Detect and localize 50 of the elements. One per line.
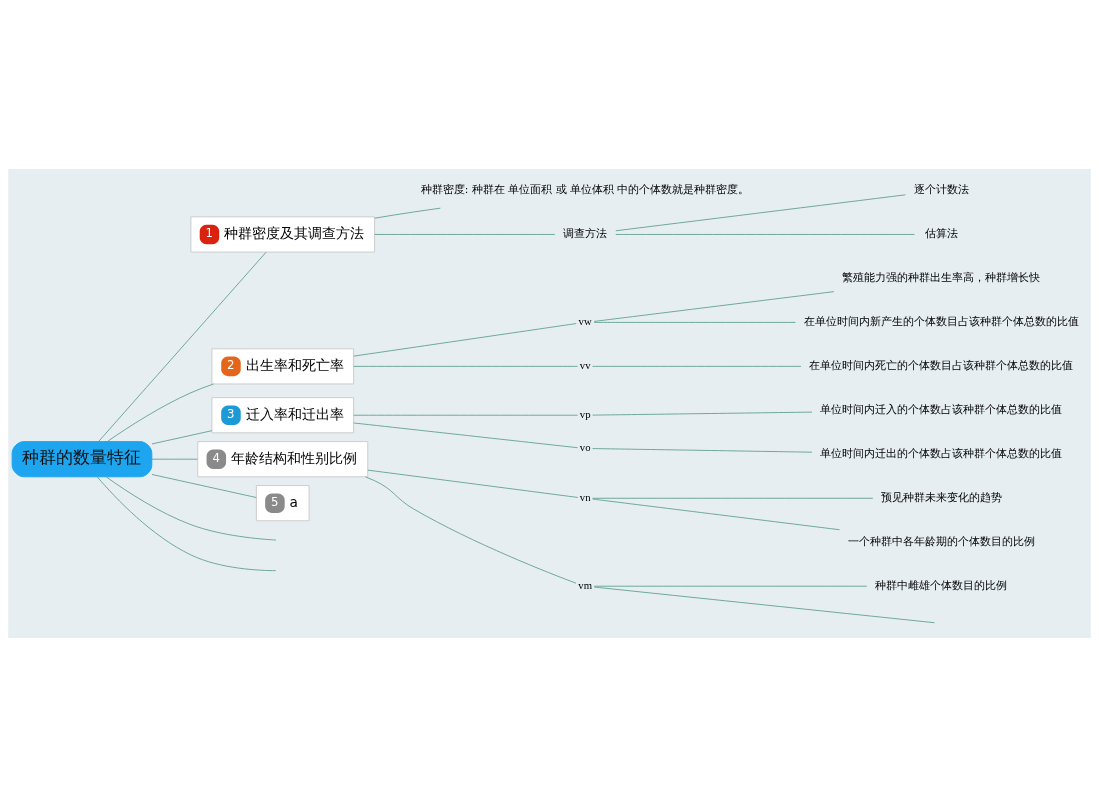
connector: [593, 290, 835, 322]
node-text: 单位时间内迁出的个体数占该种群个体总数的比值: [820, 446, 1063, 460]
node-text: vm: [578, 578, 593, 591]
connector: [593, 586, 935, 623]
node-text: 种群密度: 种群在 单位面积 或 单位体积 中的个体数就是种群密度。: [420, 182, 750, 196]
node-text: vp: [579, 407, 591, 420]
connector: [151, 429, 213, 444]
node-box: 3 迁入率和迁出率: [211, 396, 355, 433]
connector: [353, 414, 578, 416]
connector: [353, 422, 578, 448]
connector: [592, 447, 813, 453]
connector: [353, 322, 577, 357]
connector: [98, 251, 267, 442]
connector: [592, 498, 840, 530]
node-text: 估算法: [924, 226, 958, 240]
connector: [367, 469, 579, 498]
connector: [592, 411, 813, 416]
node-text: 种群中雌雄个体数目的比例: [875, 578, 1008, 592]
node-text: vn: [579, 490, 591, 503]
connector: [592, 365, 802, 367]
node-text: 预见种群未来变化的趋势: [880, 490, 1002, 504]
connector: [96, 476, 277, 571]
node-text: vo: [579, 440, 591, 453]
node-text: 调查方法: [563, 226, 608, 240]
connector: [593, 585, 868, 587]
connector: [374, 233, 556, 235]
node-text: 在单位时间内死亡的个体数目占该种群个体总数的比值: [809, 358, 1074, 372]
node-text: 在单位时间内新产生的个体数目占该种群个体总数的比值: [803, 314, 1079, 328]
connector: [151, 458, 198, 460]
connector: [353, 365, 578, 367]
node-text: vv: [579, 358, 591, 371]
node-text: 一个种群中各年龄期的个体数目的比例: [847, 534, 1035, 548]
connector: [374, 207, 441, 219]
node-box: 2 出生率和死亡率: [211, 347, 355, 384]
connector: [106, 476, 277, 540]
connector: [593, 321, 796, 323]
node-box: 4 年龄结构和性别比例: [197, 440, 369, 477]
node-text: 单位时间内迁入的个体数占该种群个体总数的比值: [820, 402, 1063, 416]
connector: [151, 473, 257, 498]
connector: [615, 193, 906, 231]
connector: [107, 383, 214, 442]
node-text: vw: [578, 314, 592, 327]
connector: [615, 233, 915, 235]
connector: [592, 497, 874, 499]
node-box: 5 a: [255, 484, 310, 521]
node-text: 繁殖能力强的种群出生率高，种群增长快: [842, 270, 1041, 284]
node-box: 种群的数量特征: [11, 440, 153, 477]
node-text: 逐个计数法: [913, 182, 969, 196]
node-box: 1 种群密度及其调查方法: [190, 215, 376, 253]
connector: [365, 475, 577, 584]
